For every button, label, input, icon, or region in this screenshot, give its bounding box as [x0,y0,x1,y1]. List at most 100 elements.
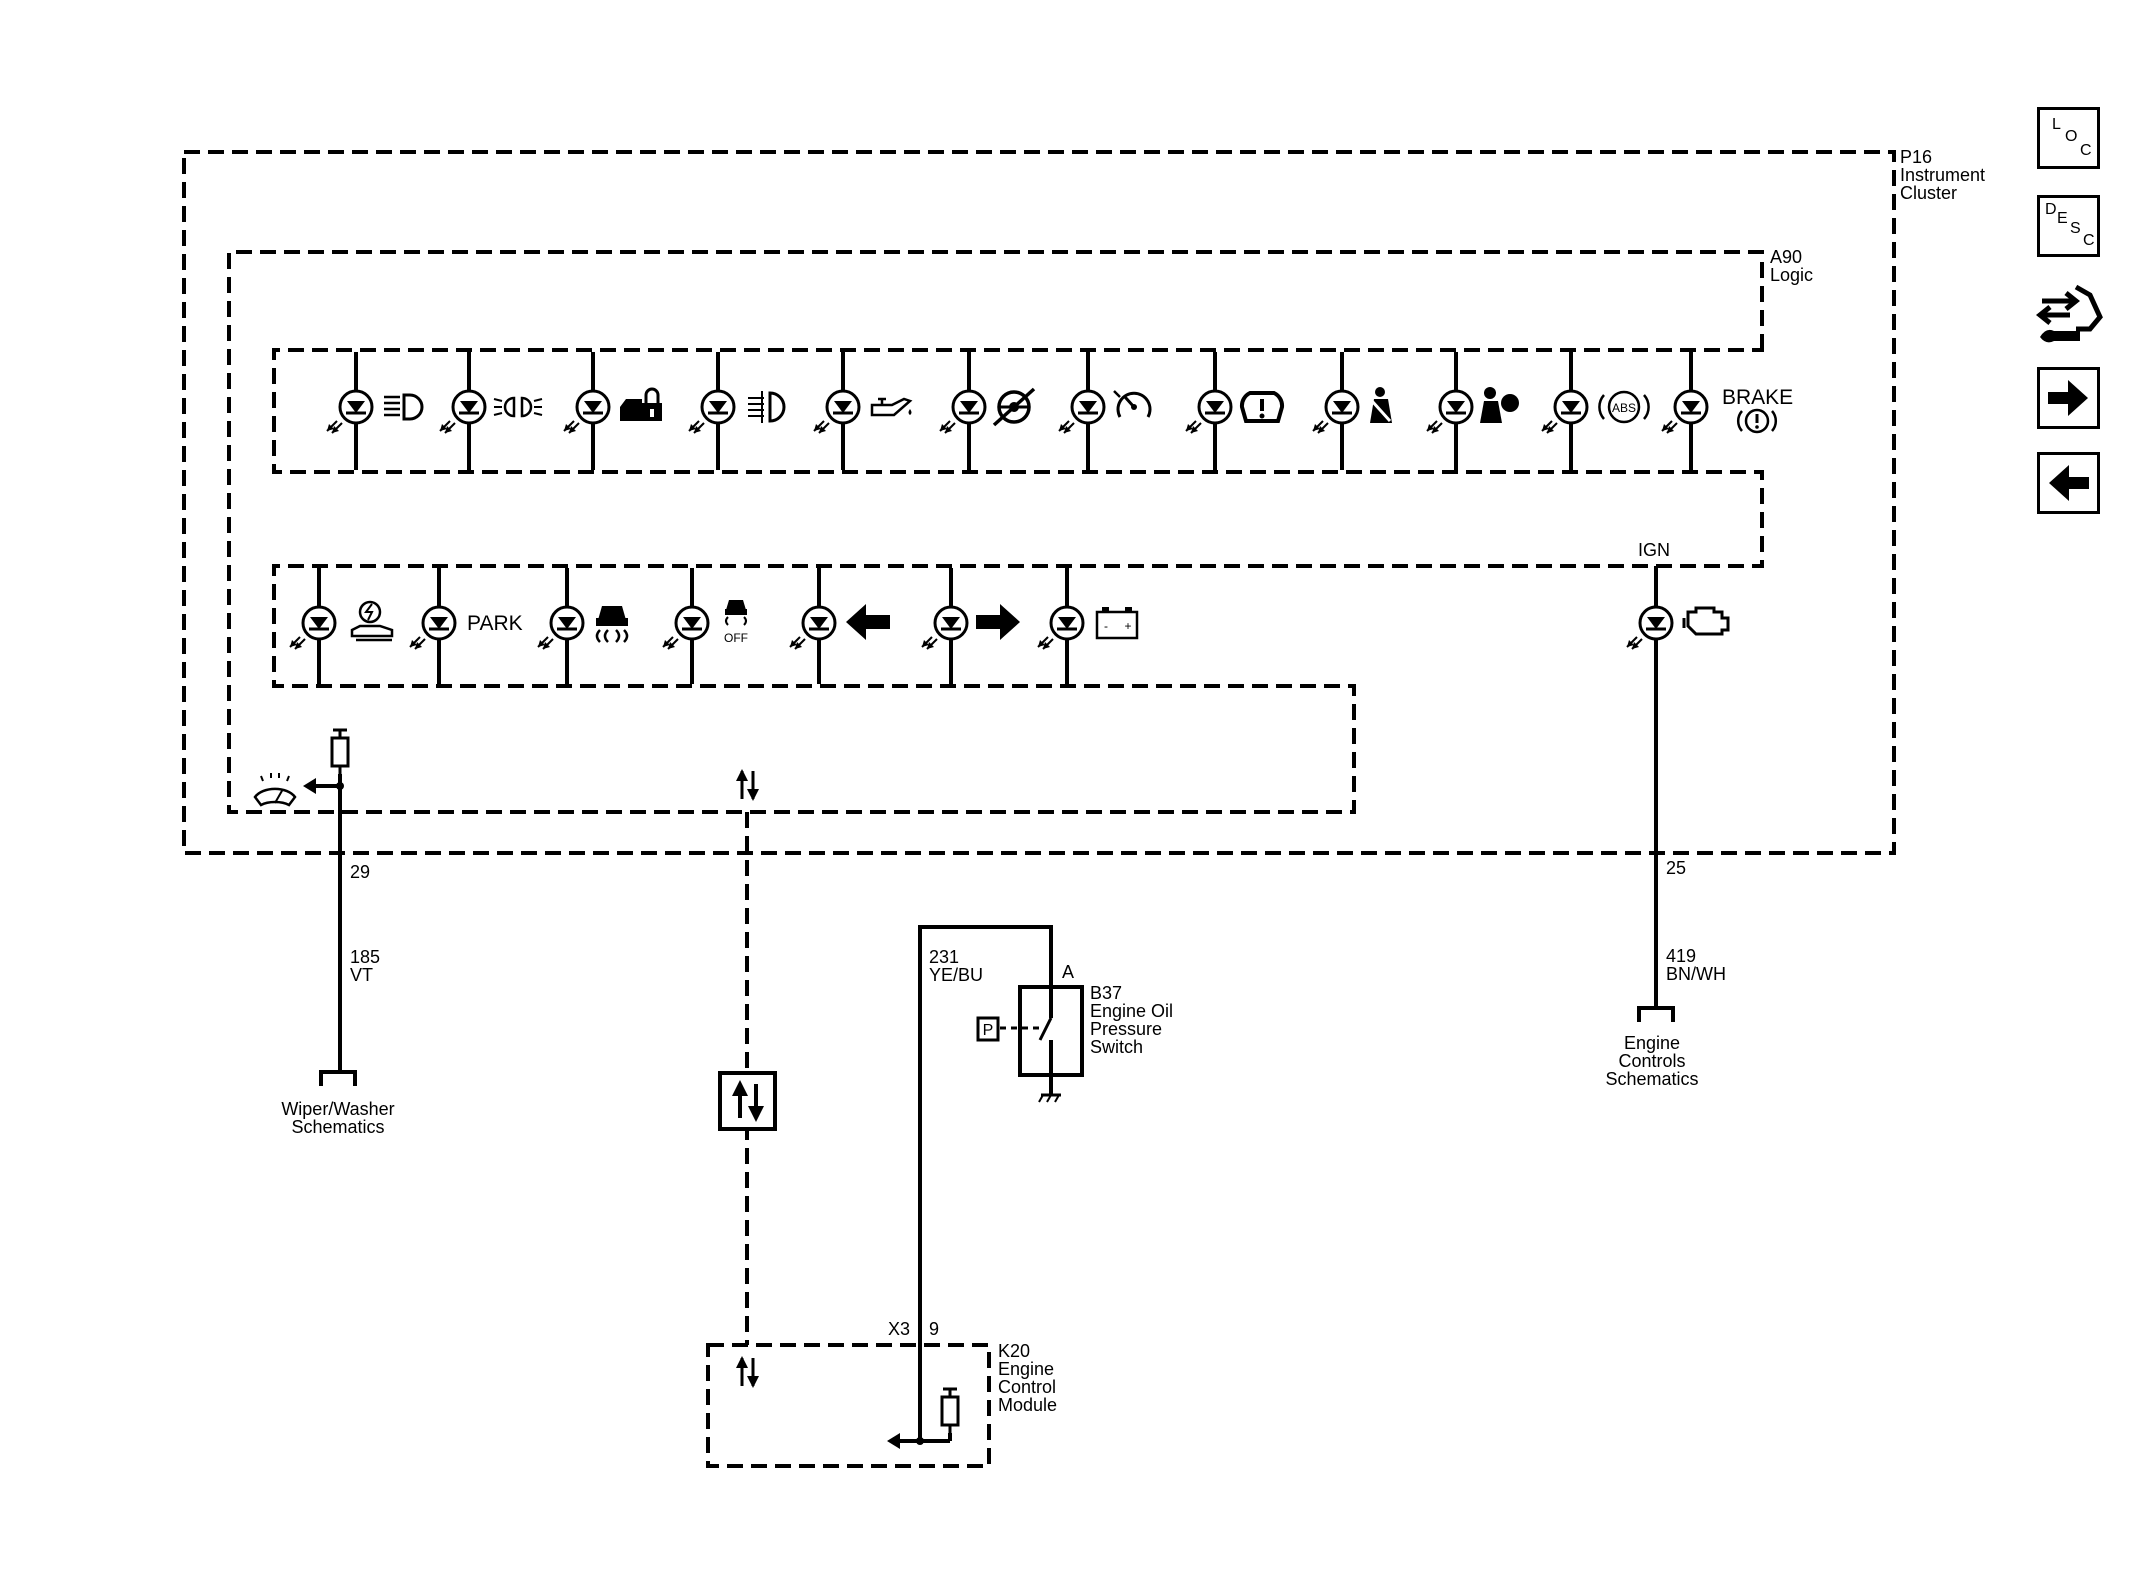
lamp-tire-pressure [1184,385,1233,435]
oil-pin-label: 9 [929,1319,939,1339]
battery-icon: - + [1095,607,1139,640]
desc-button[interactable]: D E S C [2037,195,2100,257]
lamp-airbag [1425,385,1474,435]
wiper-pin-label: 29 [350,862,370,882]
power-steering-icon [992,387,1036,427]
ecm-pull-up-resistor [940,1387,960,1435]
lamp-battery [1036,601,1085,651]
lamp-park-lamps [438,385,487,435]
lamp-abs [1540,385,1589,435]
indicator-row-2: PARK OFF - + [288,568,1139,684]
traction-off-icon: OFF [724,600,748,645]
indicator-row-1: ABS BRAKE [325,352,1793,470]
serial-data-icon-ecm [734,1354,761,1390]
p16-label-line1: Instrument [1900,165,1985,185]
oil-pressure-wire [918,925,1053,1441]
ign-label: IGN [1638,540,1670,560]
loc-letter-l: L [2052,116,2061,133]
b37-oil-pressure-switch: P [976,985,1084,1103]
lamp-brake [1660,385,1709,435]
desc-letter-c: C [2083,232,2095,249]
prev-button[interactable] [2037,452,2100,514]
desc-letter-s: S [2070,220,2081,237]
loc-letter-o: O [2065,128,2078,145]
security-icon [620,387,662,421]
p16-label: P16 [1900,147,1932,167]
a90-label: A90 [1770,247,1802,267]
connector-icon [2035,284,2103,343]
engine-reference-line3: Schematics [1605,1069,1698,1089]
wiper-reference-line2: Schematics [291,1117,384,1137]
lamp-seatbelt [1311,385,1360,435]
wiper-reference-symbol [319,1070,357,1086]
p16-instrument-cluster-box [182,150,1896,855]
park-lamps-icon [493,396,543,418]
svg-text:ABS: ABS [1612,401,1636,415]
k20-engine-control-module-box [706,1343,991,1468]
right-arrow-icon [2048,380,2088,416]
engine-color-label: BN/WH [1666,964,1726,984]
engine-reference-line1: Engine [1624,1033,1680,1053]
svg-text:-: - [1104,619,1108,633]
right-turn-arrow-icon [976,604,1020,640]
lamp-traction-off [661,601,710,651]
engine-reference-line2: Controls [1618,1051,1685,1071]
oil-connector-label: X3 [888,1319,910,1339]
svg-text:BRAKE: BRAKE [1722,386,1793,409]
oil-pressure-icon [870,397,913,417]
lamp-security [562,385,611,435]
lamp-check-engine [1625,601,1674,651]
wiper-color-label: VT [350,965,373,985]
k20-label: K20 [998,1341,1030,1361]
engine-controls-reference-symbol [1637,1006,1675,1022]
lamp-power-steering [938,385,987,435]
lamp-left-turn [788,601,837,651]
svg-text:+: + [1124,619,1131,633]
b37-label-line1: Engine Oil [1090,1001,1173,1021]
svg-text:P: P [983,1022,994,1039]
lamp-park-brake [408,601,457,651]
p16-label-line2: Cluster [1900,183,1957,203]
serial-data-connector-symbol [718,1071,777,1131]
engine-circuit-label: 419 [1666,946,1696,966]
cruise-control-icon [1113,390,1152,418]
k20-label-line3: Module [998,1395,1057,1415]
brake-icon: BRAKE [1722,386,1793,434]
lamp-right-turn [920,601,969,651]
rear-fog-icon [748,391,786,423]
high-beam-icon [384,393,424,421]
left-arrow-icon [2049,465,2089,501]
lamp-service-electronic [288,601,337,651]
lamp-rear-fog [687,385,736,435]
seatbelt-icon [1370,387,1392,423]
b37-pin-label: A [1062,962,1074,982]
engine-pin-label: 25 [1666,858,1686,878]
b37-label: B37 [1090,983,1122,1003]
lamp-traction-control [536,601,585,651]
loc-letter-c: C [2080,142,2092,159]
b37-label-line3: Switch [1090,1037,1143,1057]
left-turn-arrow-icon [846,604,890,640]
desc-letter-e: E [2057,210,2068,227]
tire-pressure-icon [1239,391,1285,423]
airbag-icon [1480,387,1519,423]
serial-data-icon-cluster [734,767,761,803]
washer-fluid-icon [253,773,297,807]
b37-label-line2: Pressure [1090,1019,1162,1039]
service-electronic-icon [350,600,394,642]
next-button[interactable] [2037,367,2100,429]
park-brake-icon: PARK [467,612,523,635]
wiper-circuit-label: 185 [350,947,380,967]
wiper-reference-line1: Wiper/Washer [281,1099,394,1119]
oil-circuit-label: 231 [929,947,959,967]
desc-letter-d: D [2045,201,2057,218]
a90-label-line1: Logic [1770,265,1813,285]
wiper-pull-up-resistor [330,728,350,776]
lamp-oil-pressure [812,385,861,435]
k20-label-line1: Engine [998,1359,1054,1379]
loc-button[interactable]: L O C [2037,107,2100,169]
a90-logic-boundary [227,250,1764,814]
traction-control-icon [595,606,629,643]
connector-button[interactable] [2032,277,2106,349]
